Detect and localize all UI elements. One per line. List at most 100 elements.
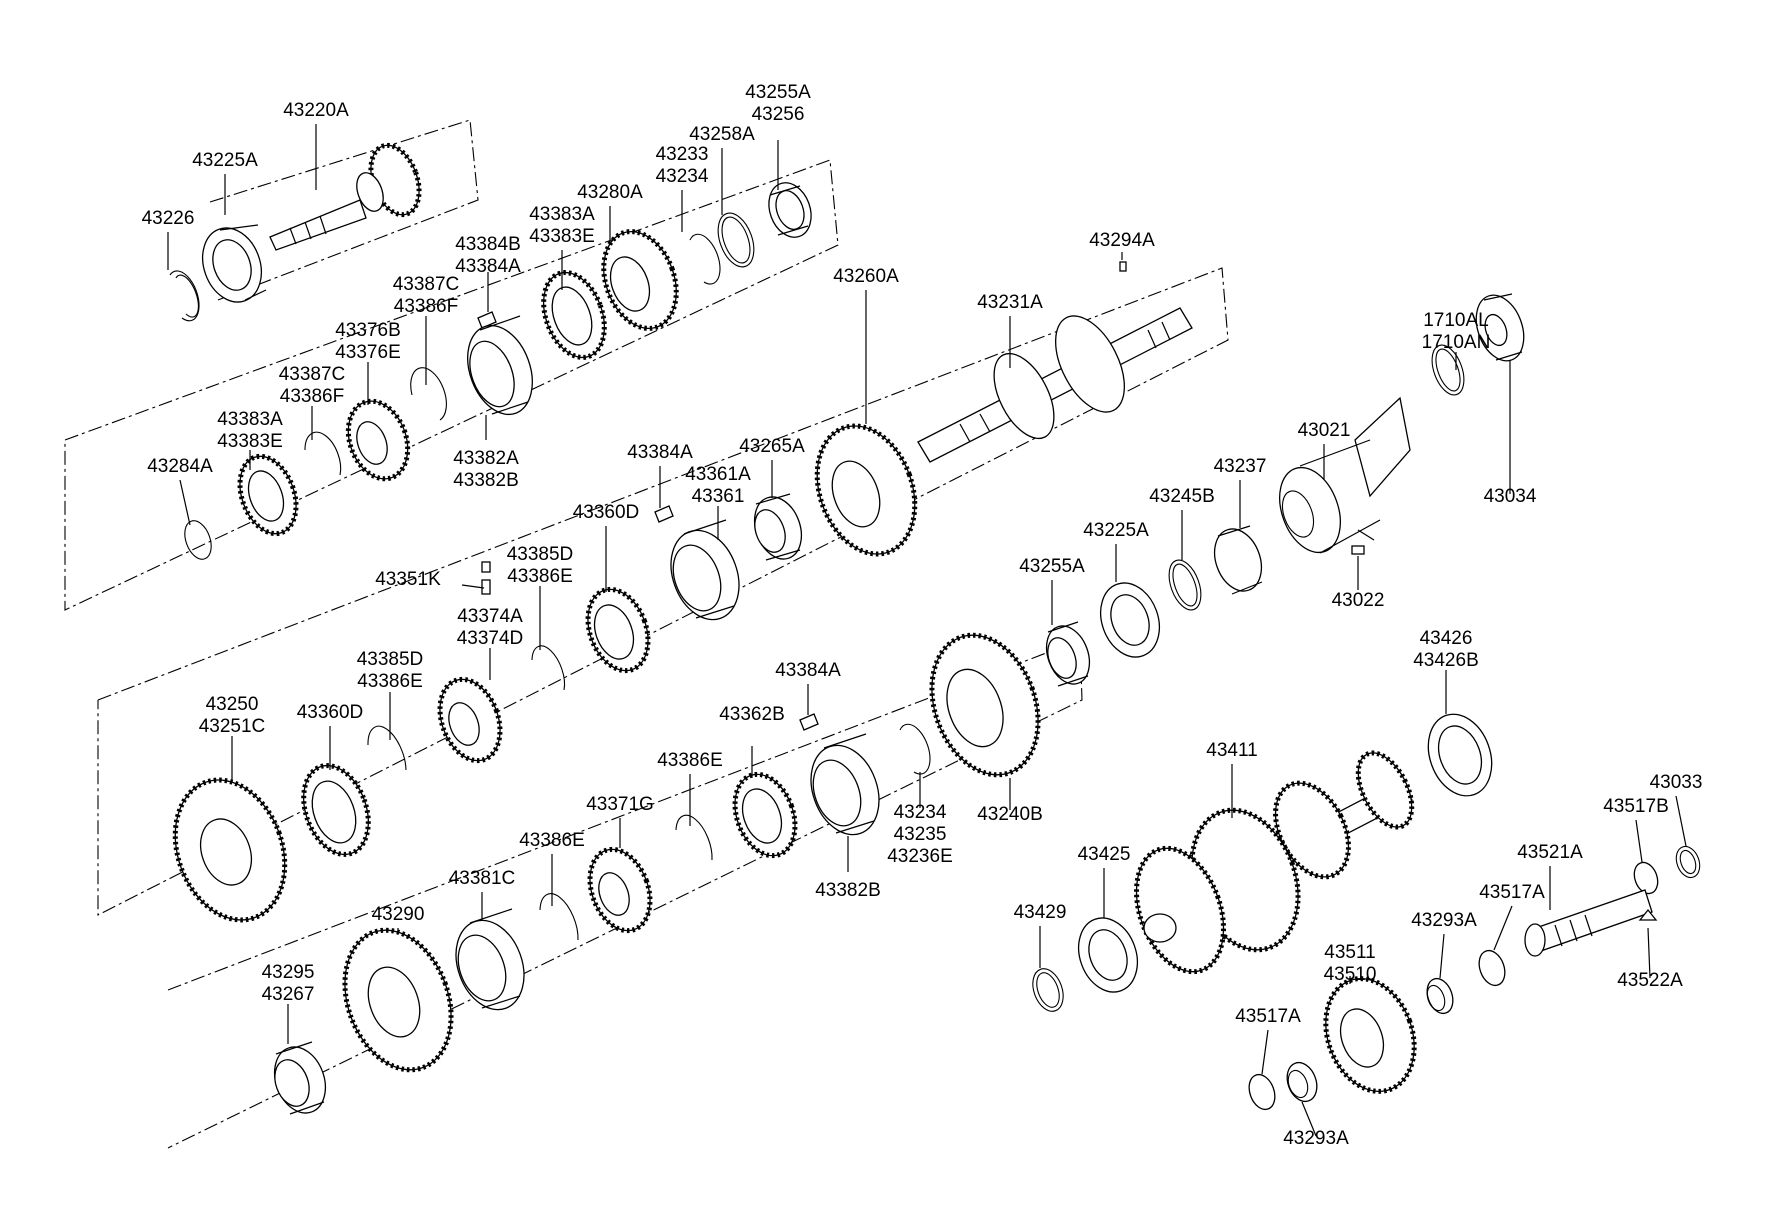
synchro-ring-43360D-2 — [301, 763, 371, 857]
leader-line — [179, 479, 191, 526]
leader-line — [1647, 927, 1651, 979]
part-label: 43425 — [1078, 844, 1131, 865]
output-parts — [273, 293, 1525, 1115]
ring-43234 — [899, 723, 931, 775]
counter-shaft-group — [1032, 713, 1701, 1111]
spring-43387C — [410, 367, 447, 421]
part-number: 43426B — [1413, 650, 1479, 671]
part-label: 43386E — [657, 750, 723, 771]
part-label: 43384A — [775, 660, 841, 681]
spring-43386E — [675, 814, 713, 861]
part-number: 1710AN — [1422, 332, 1491, 353]
part-number: 43255A — [1019, 556, 1085, 577]
ring-43258A — [717, 212, 755, 268]
part-number: 43361 — [692, 486, 745, 507]
o-ring-1710AL — [1431, 344, 1465, 396]
leader-line — [1493, 905, 1513, 951]
part-number: 43387C — [279, 364, 346, 385]
bearing-43225A-2 — [1100, 582, 1160, 658]
washer-43517B — [1633, 861, 1659, 895]
part-number: 43265A — [739, 436, 805, 457]
leader-line — [1439, 933, 1445, 979]
reverse-shaft-43521A — [1524, 889, 1653, 957]
ring-43233 — [689, 233, 721, 285]
plate-43522A — [1638, 908, 1658, 921]
part-label: 43351K — [375, 569, 441, 590]
part-number: 43360D — [573, 502, 640, 523]
hub-43371G — [587, 846, 653, 934]
input-shaft-43220A — [269, 142, 422, 251]
ring-43033 — [1675, 845, 1701, 879]
part-number: 43511 — [1324, 942, 1375, 963]
part-number: 43240B — [977, 804, 1043, 825]
part-number: 43293A — [1411, 910, 1477, 931]
part-label: 43360D — [573, 502, 640, 523]
part-number: 43256 — [752, 104, 805, 125]
washer-43517A-2 — [1248, 1073, 1276, 1111]
part-number: 43295 — [262, 962, 315, 983]
part-number: 43226 — [142, 208, 195, 229]
part-label: 43429 — [1014, 902, 1067, 923]
part-number: 43522A — [1617, 970, 1683, 991]
part-number: 43386E — [357, 671, 423, 692]
part-label: 43284A — [147, 456, 213, 477]
upper-shaft-parts — [184, 182, 812, 560]
part-label: 43034 — [1484, 486, 1537, 507]
part-number: 43384A — [455, 256, 521, 277]
bearing-43293A — [1426, 977, 1454, 1015]
gear-43280A — [601, 229, 679, 331]
part-number: 43245B — [1149, 486, 1215, 507]
part-number: 43362B — [719, 704, 785, 725]
part-number: 43360D — [297, 702, 364, 723]
spring-43387C-2 — [304, 431, 342, 476]
part-number: 43384A — [775, 660, 841, 681]
part-label: 43022 — [1332, 590, 1385, 611]
part-number: 43386E — [657, 750, 723, 771]
part-label: 43294A — [1089, 230, 1155, 251]
gear-43240B — [929, 632, 1041, 778]
part-number: 43425 — [1078, 844, 1131, 865]
part-label: 43280A — [577, 182, 643, 203]
part-number: 43284A — [147, 456, 213, 477]
bearing-43425 — [1078, 917, 1138, 993]
part-label: 43411 — [1206, 740, 1257, 761]
part-number: 43521A — [1517, 842, 1583, 863]
part-number: 43258A — [689, 124, 755, 145]
bearing-43255A — [768, 182, 812, 238]
part-number: 43236E — [887, 846, 953, 867]
part-label: 43382B — [815, 880, 881, 901]
snap-ring-43429 — [1032, 968, 1064, 1012]
part-number: 43382A — [453, 448, 519, 469]
key-43384A-2 — [799, 713, 819, 731]
part-number: 43361A — [685, 464, 751, 485]
part-number: 43371G — [586, 794, 654, 815]
part-number: 43376B — [335, 320, 401, 341]
part-number: 43280A — [577, 182, 643, 203]
part-number: 43374D — [457, 628, 524, 649]
part-label: 43521A — [1517, 842, 1583, 863]
bearing-43426 — [1427, 713, 1493, 797]
part-number: 43034 — [1484, 486, 1537, 507]
part-number: 43517B — [1603, 796, 1669, 817]
part-number: 43260A — [833, 266, 899, 287]
part-number: 43251C — [199, 716, 266, 737]
sleeve-43381C — [455, 908, 525, 1011]
sleeve-43382A — [467, 315, 533, 416]
part-label: 43255A — [1019, 556, 1085, 577]
part-number: 43517A — [1235, 1006, 1301, 1027]
part-label: 43293A — [1411, 910, 1477, 931]
synchro-ring-43383A — [541, 270, 607, 360]
gear-43260A — [814, 423, 918, 557]
part-label: 43225A — [192, 150, 258, 171]
leader-line — [1635, 819, 1643, 863]
part-number: 43290 — [372, 904, 425, 925]
spring-43386E-2 — [539, 893, 579, 941]
part-label: 43021 — [1298, 420, 1351, 441]
nut-43034 — [1475, 293, 1525, 362]
